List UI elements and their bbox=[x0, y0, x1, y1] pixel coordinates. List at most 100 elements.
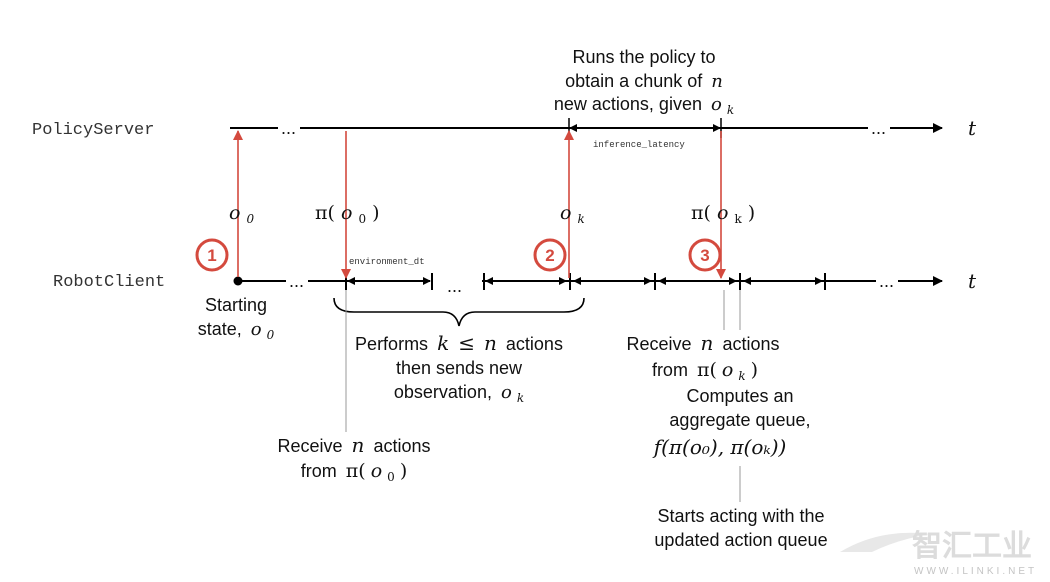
performs-line1-b: actions bbox=[506, 334, 563, 354]
server-annotation-ok-sub: k bbox=[727, 103, 734, 117]
label-o0-sub: 0 bbox=[247, 212, 255, 226]
performs-line3: observation, bbox=[394, 382, 492, 402]
performs-actions-brace bbox=[333, 297, 585, 327]
server-annotation-line3: new actions, given bbox=[554, 94, 702, 114]
svg-text:from π( o 0: from π( o 0 ) bbox=[301, 460, 407, 485]
svg-text:o k: o k bbox=[560, 202, 585, 226]
step-badge-1-number: 1 bbox=[207, 246, 216, 265]
receive-a-actions: actions bbox=[373, 436, 430, 456]
receive-pi-o0-annotation: Receive n actions from π( o 0 ) bbox=[278, 433, 431, 485]
leader-lines bbox=[345, 290, 741, 502]
svg-text:Receive n actions: Receive n actions bbox=[627, 331, 780, 355]
receive-a-sub: 0 bbox=[387, 470, 395, 484]
robot-client-timeline: ... ... ... bbox=[233, 271, 943, 296]
label-pi-ok-var: o bbox=[717, 202, 728, 224]
svg-text:new actions, given o: new actions, given o k bbox=[554, 94, 734, 117]
receive-b-var: o bbox=[722, 359, 733, 381]
svg-text:π( o 0 ): π( o 0 ) bbox=[315, 202, 380, 228]
server-annotation: Runs the policy to obtain a chunk of n n… bbox=[554, 47, 734, 117]
label-ok-sub: k bbox=[578, 212, 585, 226]
aggregate-formula: f(π(o₀), π(oₖ)) bbox=[652, 435, 787, 459]
starting-state-annotation: Starting state, o 0 bbox=[198, 295, 275, 342]
receive-b-n: n bbox=[701, 331, 714, 355]
receive-a-pi: π( bbox=[346, 460, 366, 482]
watermark: 智汇工业 WWW.ILINKI.NET bbox=[840, 530, 1037, 577]
computes-line2: aggregate queue, bbox=[669, 410, 810, 430]
performs-k: k bbox=[437, 331, 449, 355]
server-time-axis-label: t bbox=[968, 116, 977, 140]
inference-latency-label: inference_latency bbox=[593, 140, 685, 150]
performs-n: n bbox=[484, 331, 497, 355]
starting-line1: Starting bbox=[205, 295, 267, 315]
svg-text:obtain a chunk of n: obtain a chunk of n bbox=[565, 71, 723, 92]
label-pi-ok-sub: k bbox=[734, 212, 742, 226]
watermark-url: WWW.ILINKI.NET bbox=[914, 566, 1037, 577]
svg-text:state, o 0: state, o 0 bbox=[198, 319, 275, 342]
label-pi-o0-pi: π( bbox=[315, 202, 335, 224]
receive-b-actions: actions bbox=[722, 334, 779, 354]
computes-aggregate-annotation: Computes an aggregate queue, f(π(o₀), π(… bbox=[652, 386, 811, 459]
label-ok-var: o bbox=[560, 202, 571, 224]
receive-a-var: o bbox=[371, 460, 382, 482]
performs-actions-annotation: Performs k ≤ n actions then sends new ob… bbox=[355, 331, 563, 405]
message-arrows bbox=[233, 130, 726, 279]
server-ellipsis-right: ... bbox=[871, 118, 886, 138]
svg-text:π( o k ): π( o k ) bbox=[691, 202, 755, 228]
step-badge-3-number: 3 bbox=[700, 246, 709, 265]
label-pi-o0-var: o bbox=[341, 202, 352, 224]
performs-line2: then sends new bbox=[396, 358, 523, 378]
computes-line1: Computes an bbox=[686, 386, 793, 406]
svg-text:Performs k ≤: Performs k ≤ n actions bbox=[355, 331, 563, 355]
inference-latency-bracket bbox=[568, 118, 722, 138]
svg-text:from π( o k: from π( o k ) bbox=[652, 359, 758, 384]
receive-a-close: ) bbox=[400, 460, 407, 482]
svg-text:o 0: o 0 bbox=[229, 202, 255, 226]
svg-text:observation, o k: observation, o k bbox=[394, 382, 524, 405]
receive-pi-ok-annotation: Receive n actions from π( o k ) bbox=[627, 331, 780, 384]
receive-b-pi: π( bbox=[697, 359, 717, 381]
label-pi-o0-close: ) bbox=[372, 202, 379, 224]
client-time-axis-label: t bbox=[968, 269, 977, 293]
starting-var: o bbox=[251, 319, 262, 340]
watermark-logo-icon bbox=[840, 532, 930, 552]
receive-b-line1: Receive bbox=[627, 334, 692, 354]
svg-text:Receive n actions: Receive n actions bbox=[278, 433, 431, 457]
svg-text:Runs the policy to: Runs the policy to bbox=[572, 47, 715, 67]
action-step-segments bbox=[345, 273, 826, 290]
step-badge-2-number: 2 bbox=[545, 246, 554, 265]
watermark-title: 智汇工业 bbox=[912, 530, 1032, 563]
starting-state-dot bbox=[233, 276, 243, 286]
starts-line2: updated action queue bbox=[654, 530, 827, 550]
server-ellipsis-left: ... bbox=[281, 118, 296, 138]
environment-dt-label: environment_dt bbox=[349, 257, 425, 267]
starting-sub: 0 bbox=[267, 328, 275, 342]
server-annotation-line2: obtain a chunk of bbox=[565, 71, 703, 91]
client-ellipsis-middle: ... bbox=[447, 276, 462, 296]
receive-a-n: n bbox=[352, 433, 365, 457]
performs-le: ≤ bbox=[458, 331, 475, 355]
performs-sub: k bbox=[517, 391, 524, 405]
label-o0-var: o bbox=[229, 202, 240, 224]
label-pi-ok-close: ) bbox=[748, 202, 755, 224]
starting-line2: state, bbox=[198, 319, 242, 339]
performs-var: o bbox=[501, 382, 512, 403]
performs-line1-a: Performs bbox=[355, 334, 428, 354]
server-annotation-line1: Runs the policy to bbox=[572, 47, 715, 67]
client-ellipsis-left: ... bbox=[289, 271, 304, 291]
receive-b-from: from bbox=[652, 360, 688, 380]
step-badge-1: 1 bbox=[195, 238, 229, 272]
step-badge-2: 2 bbox=[533, 238, 567, 272]
policy-server-lane-label: PolicyServer bbox=[32, 121, 154, 140]
robot-client-lane-label: RobotClient bbox=[53, 273, 165, 292]
server-annotation-ok-var: o bbox=[711, 94, 722, 115]
receive-a-line1: Receive bbox=[278, 436, 343, 456]
client-ellipsis-right: ... bbox=[879, 271, 894, 291]
starts-acting-annotation: Starts acting with the updated action qu… bbox=[654, 506, 827, 550]
server-annotation-n: n bbox=[711, 71, 723, 92]
receive-a-from: from bbox=[301, 461, 337, 481]
label-pi-ok-pi: π( bbox=[691, 202, 711, 224]
starts-line1: Starts acting with the bbox=[657, 506, 824, 526]
receive-b-sub: k bbox=[738, 369, 745, 383]
step-badge-3: 3 bbox=[688, 238, 722, 272]
